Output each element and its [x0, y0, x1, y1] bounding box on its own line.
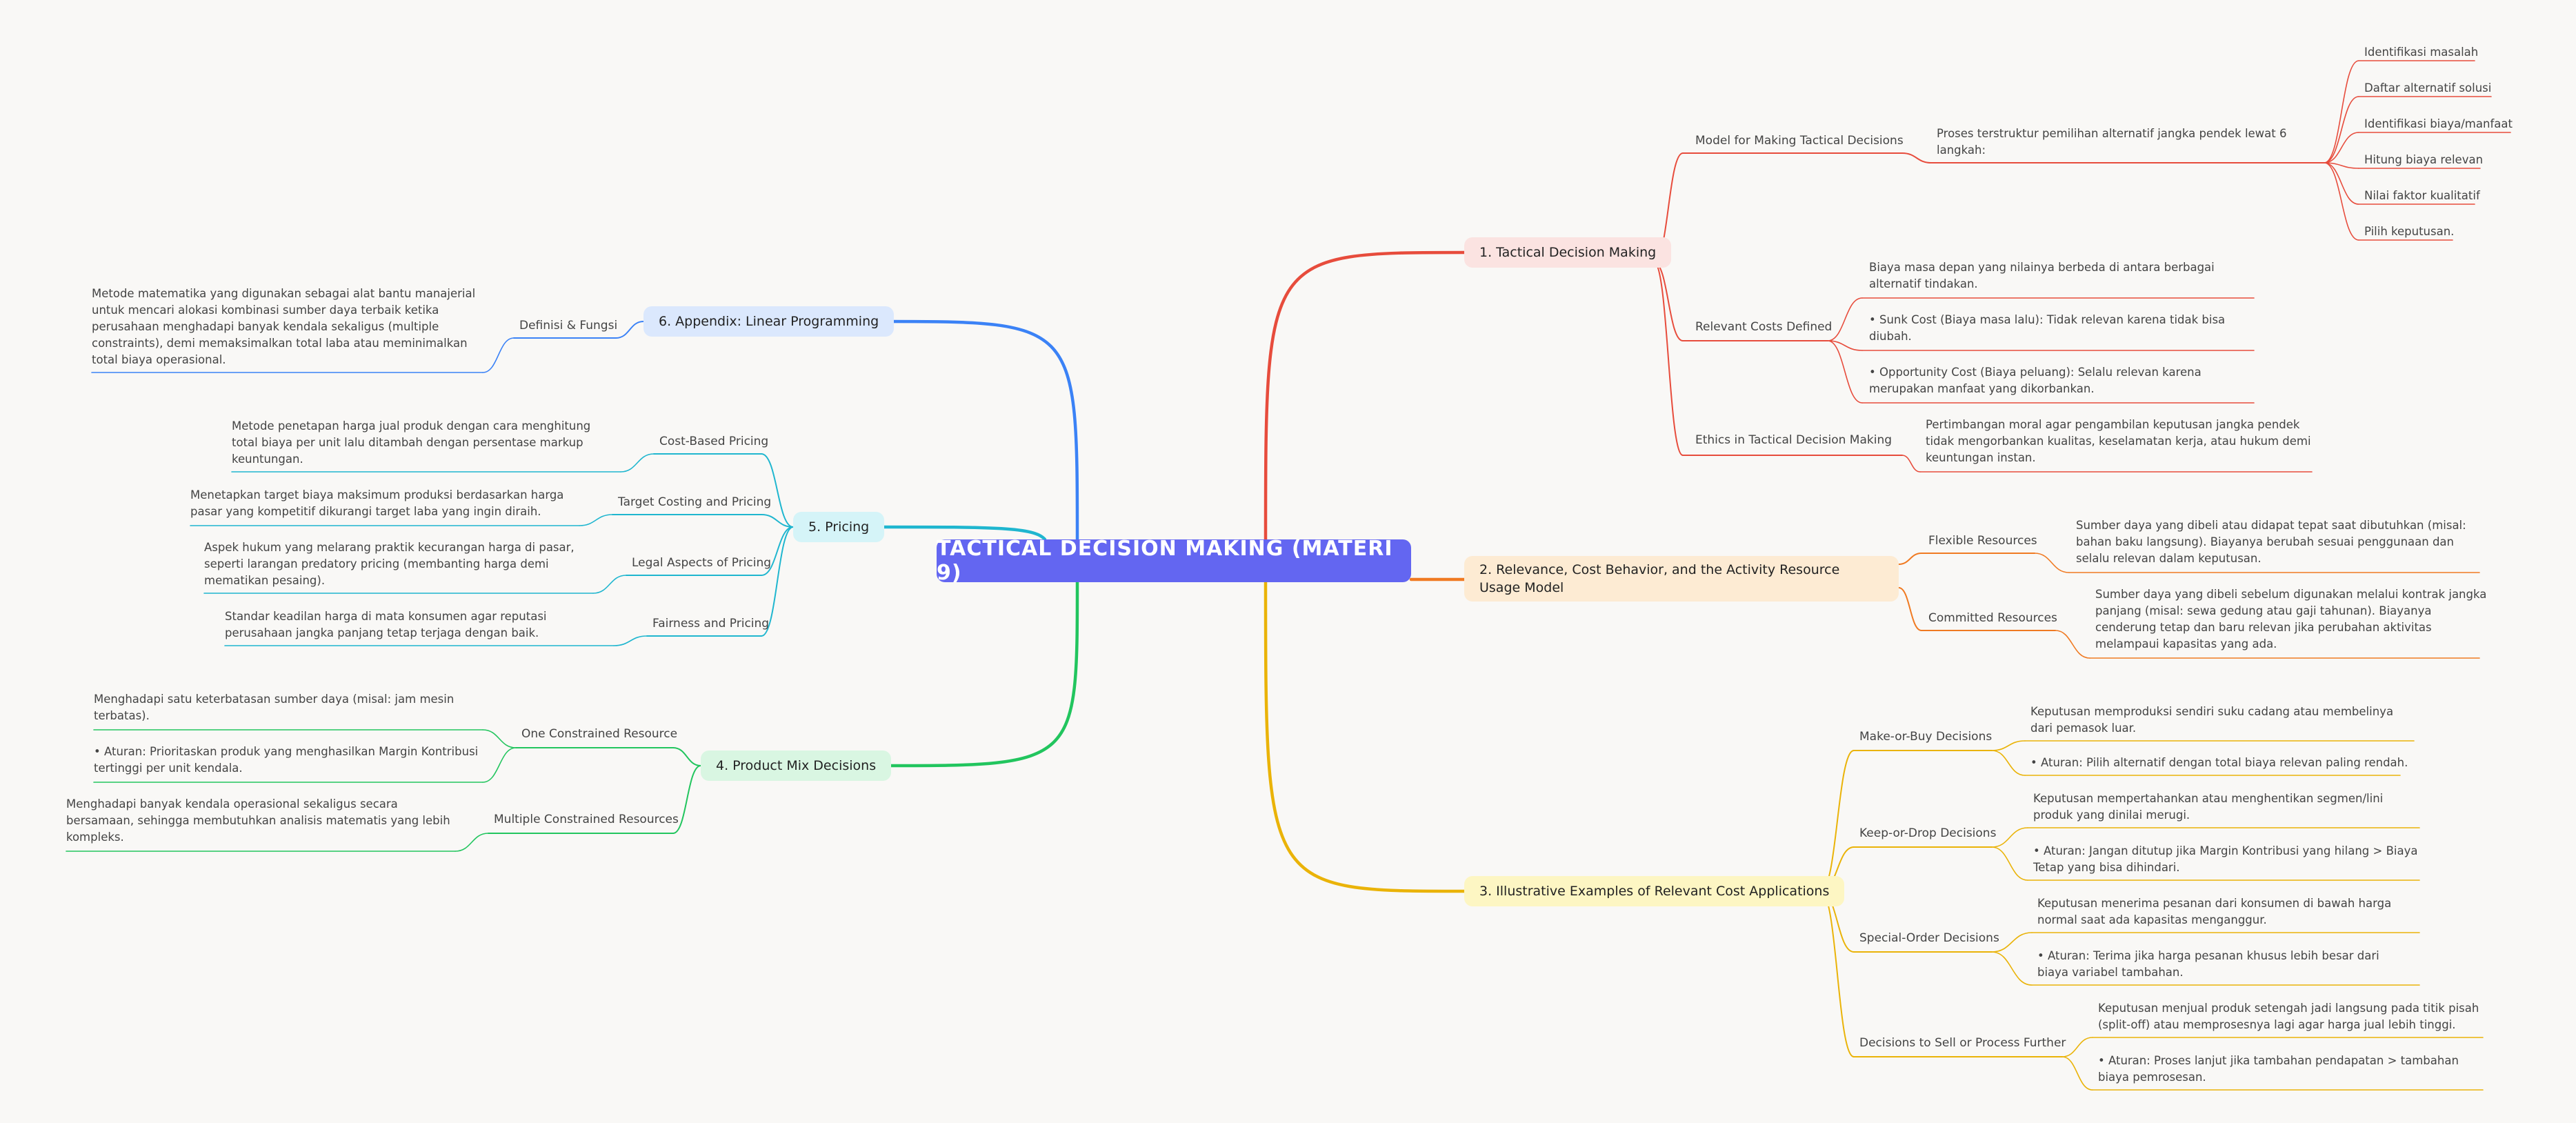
connector-22 — [1827, 340, 1863, 351]
leaf-step-6: Pilih keputusan. — [2364, 225, 2455, 238]
connector-26 — [1901, 455, 1921, 473]
leaf-multiple-constrained: Menghadapi banyak kendala operasional se… — [66, 797, 450, 844]
leaf-step-3: Identifikasi biaya/manfaat — [2364, 117, 2513, 130]
topic-tactical-decision-making[interactable]: 1. Tactical Decision Making — [1464, 237, 1672, 268]
connector-branch-1 — [1264, 250, 1466, 541]
subtopic-target-costing[interactable]: Target Costing and Pricing — [618, 495, 772, 509]
subtopic-committed-resources[interactable]: Committed Resources — [1928, 611, 2057, 625]
topic-relevance-cost-behavior[interactable]: 2. Relevance, Cost Behavior, and the Act… — [1464, 556, 1899, 602]
connector-52 — [1991, 932, 2033, 953]
leaf-special-order-rule: • Aturan: Terima jika harga pesanan khus… — [2037, 949, 2379, 979]
leaf-relevant-costs-def: Biaya masa depan yang nilainya berbeda d… — [1869, 261, 2215, 290]
leaf-keep-or-drop-rule: • Aturan: Jangan ditutup jika Margin Kon… — [2033, 844, 2418, 874]
leaf-special-order-def: Keputusan menerima pesanan dari konsumen… — [2037, 897, 2392, 926]
connector-56 — [2061, 1037, 2093, 1057]
connector-44 — [1991, 740, 2026, 751]
leaf-sell-or-process-def: Keputusan menjual produk setengah jadi l… — [2098, 1002, 2479, 1031]
connector-72 — [761, 514, 794, 528]
connector-48 — [1991, 827, 2028, 848]
leaf-step-2: Daftar alternatif solusi — [2364, 81, 2492, 95]
leaf-one-constrained-rule: • Aturan: Prioritaskan produk yang mengh… — [94, 745, 479, 775]
leaf-make-or-buy-rule: • Aturan: Pilih alternatif dengan total … — [2030, 756, 2408, 769]
connector-64 — [482, 729, 517, 748]
connector-2 — [1653, 261, 1684, 341]
subtopic-relevant-costs[interactable]: Relevant Costs Defined — [1695, 320, 1833, 334]
leaf-ethics-def: Pertimbangan moral agar pengambilan kepu… — [1926, 418, 2311, 464]
root-node[interactable]: TACTICAL DECISION MAKING (MATERI 9) — [937, 537, 1411, 585]
leaf-fairness: Standar keadilan harga di mata konsumen … — [225, 610, 547, 639]
topic-relevant-cost-applications[interactable]: 3. Illustrative Examples of Relevant Cos… — [1464, 876, 1845, 906]
topic-linear-programming[interactable]: 6. Appendix: Linear Programming — [643, 306, 895, 337]
subtopic-cost-based-pricing[interactable]: Cost-Based Pricing — [659, 435, 769, 448]
connector-20 — [1827, 297, 1863, 341]
connector-28 — [1898, 553, 1922, 565]
connector-58 — [2061, 1056, 2093, 1091]
leaf-model-description: Proses terstruktur pemilihan alternatif … — [1937, 127, 2287, 157]
connector-10 — [2324, 96, 2359, 163]
subtopic-legal-aspects[interactable]: Legal Aspects of Pricing — [632, 556, 772, 570]
leaf-sell-or-process-rule: • Aturan: Proses lanjut jika tambahan pe… — [2098, 1054, 2459, 1084]
leaf-one-constrained-def: Menghadapi satu keterbatasan sumber daya… — [94, 693, 455, 722]
connector-12 — [2324, 132, 2359, 163]
connector-60 — [672, 747, 701, 766]
subtopic-multiple-constrained[interactable]: Multiple Constrained Resources — [494, 813, 679, 826]
leaf-step-4: Hitung biaya relevan — [2364, 153, 2484, 166]
connector-8 — [2324, 60, 2359, 163]
connector-86 — [615, 321, 644, 339]
connector-16 — [2324, 162, 2359, 205]
connector-82 — [592, 575, 627, 594]
connector-70 — [761, 453, 794, 528]
subtopic-fairness[interactable]: Fairness and Pricing — [652, 617, 770, 630]
leaf-opportunity-cost: • Opportunity Cost (Biaya peluang): Sela… — [1869, 366, 2201, 395]
connector-branch-3 — [1264, 580, 1466, 893]
leaf-flexible-resources: Sumber daya yang dibeli atau didapat tep… — [2076, 519, 2466, 565]
leaf-linear-programming-def: Metode matematika yang digunakan sebagai… — [92, 287, 476, 366]
leaf-sunk-cost: • Sunk Cost (Biaya masa lalu): Tidak rel… — [1869, 313, 2226, 343]
leaf-step-5: Nilai faktor kualitatif — [2364, 189, 2480, 202]
connector-46 — [1991, 750, 2026, 776]
subtopic-definisi-fungsi[interactable]: Definisi & Fungsi — [519, 319, 618, 332]
subtopic-ethics[interactable]: Ethics in Tactical Decision Making — [1695, 433, 1893, 447]
connector-88 — [482, 337, 515, 373]
subtopic-special-order[interactable]: Special-Order Decisions — [1859, 931, 1999, 945]
leaf-step-1: Identifikasi masalah — [2364, 46, 2479, 59]
connector-branch-4 — [882, 580, 1079, 768]
leaf-target-costing: Menetapkan target biaya maksimum produks… — [190, 488, 564, 518]
subtopic-keep-or-drop[interactable]: Keep-or-Drop Decisions — [1859, 826, 1997, 840]
leaf-keep-or-drop-def: Keputusan mempertahankan atau menghentik… — [2033, 792, 2384, 822]
connector-14 — [2324, 162, 2359, 169]
connector-34 — [2055, 630, 2090, 659]
connector-branch-6 — [882, 319, 1079, 541]
connector-32 — [2034, 553, 2070, 573]
connector-42 — [1820, 891, 1855, 1057]
connector-branch-5 — [882, 525, 1047, 541]
connector-80 — [579, 514, 613, 526]
connector-68 — [455, 833, 489, 852]
topic-product-mix[interactable]: 4. Product Mix Decisions — [701, 751, 892, 781]
leaf-cost-based-pricing: Metode penetapan harga jual produk denga… — [232, 419, 591, 466]
connector-62 — [672, 765, 701, 834]
connector-54 — [1991, 951, 2033, 986]
subtopic-one-constrained[interactable]: One Constrained Resource — [521, 727, 678, 741]
connector-4 — [1653, 261, 1684, 456]
connector-78 — [620, 453, 655, 473]
subtopic-model-tactical-decisions[interactable]: Model for Making Tactical Decisions — [1695, 134, 1904, 148]
connector-18 — [2324, 162, 2359, 241]
subtopic-flexible-resources[interactable]: Flexible Resources — [1928, 534, 2037, 548]
leaf-make-or-buy-def: Keputusan memproduksi sendiri suku cadan… — [2030, 705, 2394, 735]
connector-84 — [613, 635, 648, 646]
leaf-legal-aspects: Aspek hukum yang melarang praktik kecura… — [204, 541, 575, 587]
subtopic-sell-or-process[interactable]: Decisions to Sell or Process Further — [1859, 1036, 2066, 1050]
subtopic-make-or-buy[interactable]: Make-or-Buy Decisions — [1859, 730, 1993, 744]
leaf-committed-resources: Sumber daya yang dibeli sebelum digunaka… — [2095, 588, 2487, 650]
connector-6 — [1901, 152, 1932, 163]
connector-50 — [1991, 846, 2028, 881]
connector-74 — [761, 526, 794, 576]
topic-pricing[interactable]: 5. Pricing — [793, 512, 885, 542]
connector-30 — [1898, 587, 1922, 631]
connector-66 — [482, 747, 517, 783]
connector-76 — [761, 526, 794, 637]
connector-24 — [1827, 340, 1863, 404]
